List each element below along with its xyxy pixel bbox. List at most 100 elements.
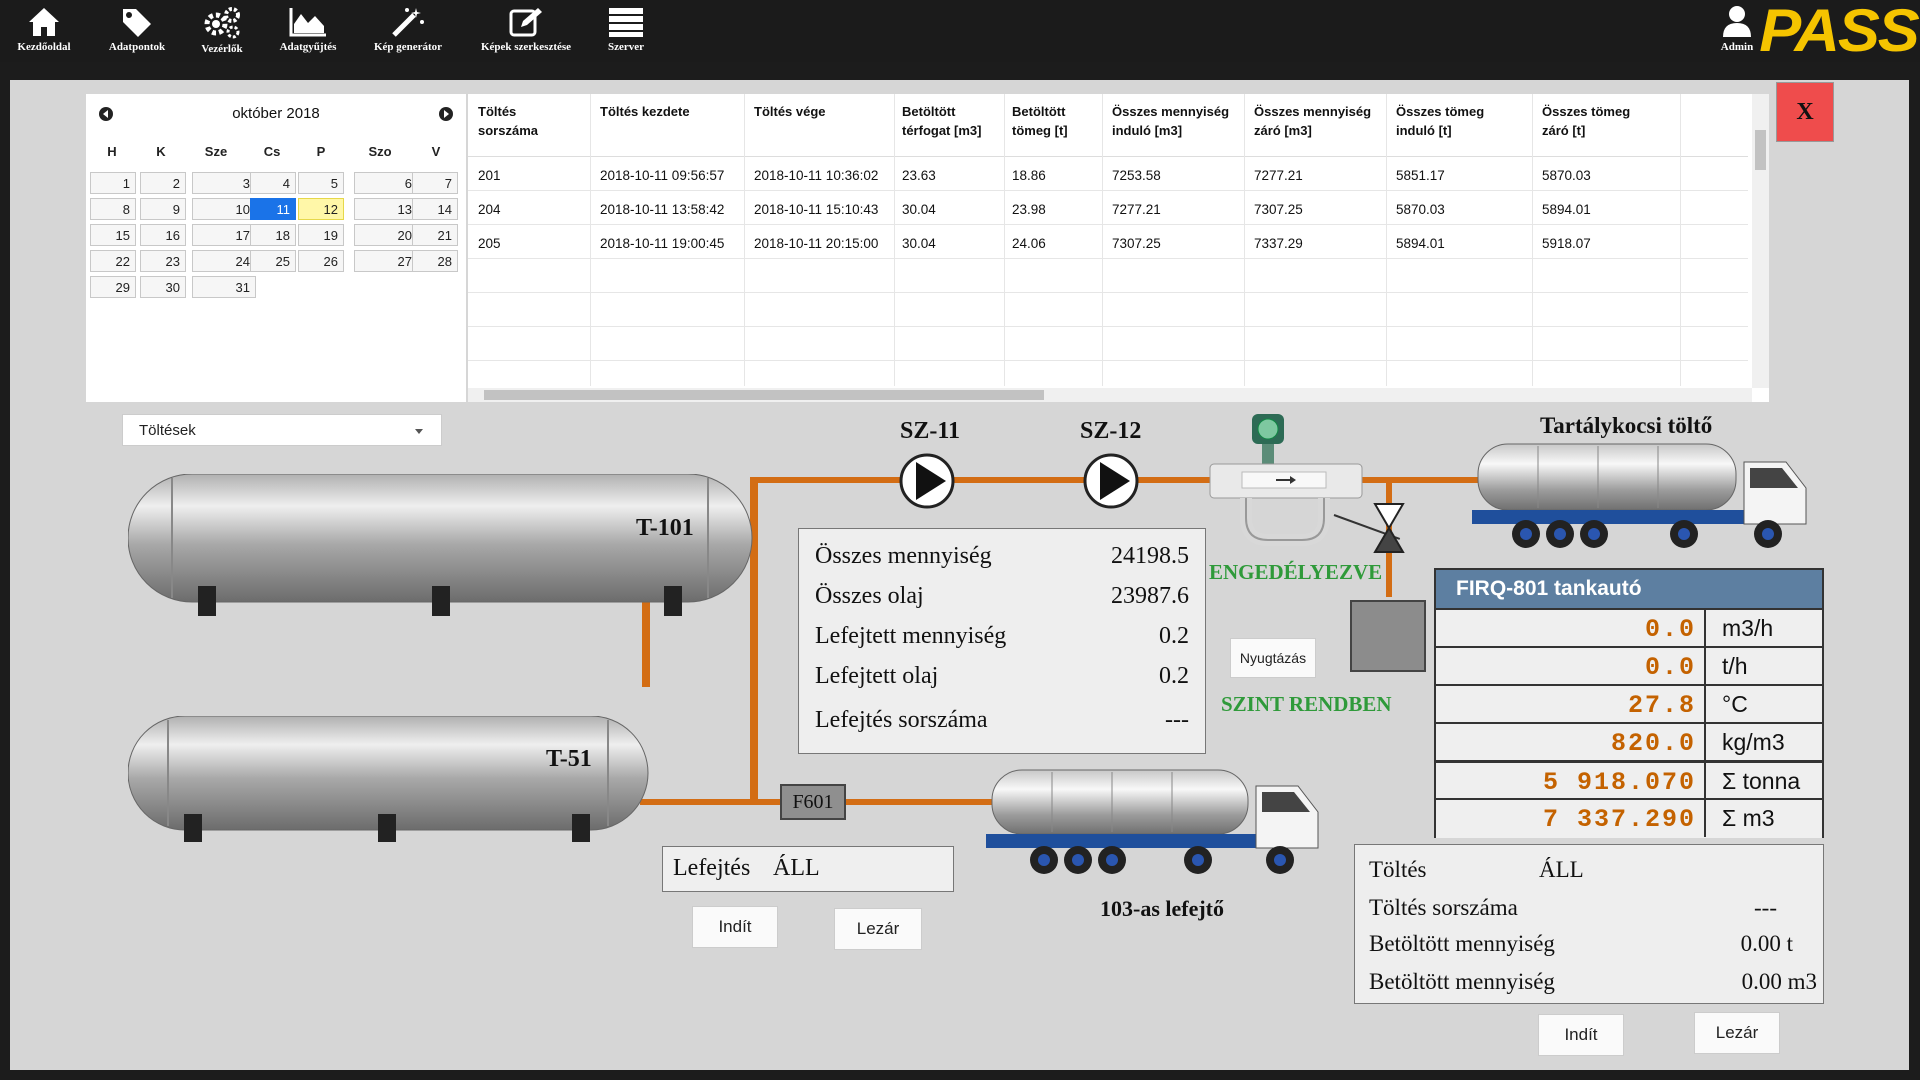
table-cell: 2018-10-11 13:58:42 <box>600 202 725 217</box>
calendar-day[interactable]: 28 <box>412 250 458 272</box>
close-button[interactable]: X <box>1776 82 1834 142</box>
nav-image-generator[interactable]: Kép generátor <box>366 4 450 58</box>
control-valve[interactable] <box>1372 502 1406 554</box>
nav-controllers[interactable]: Vezérlők <box>190 4 254 58</box>
firq-value: 0.0 <box>1436 648 1706 685</box>
calendar-day[interactable]: 24 <box>192 250 256 272</box>
calendar-day[interactable]: 18 <box>250 224 296 246</box>
calendar-day[interactable]: 4 <box>250 172 296 194</box>
calendar-day[interactable]: 1 <box>90 172 136 194</box>
chevron-down-icon <box>415 429 423 434</box>
acknowledge-button[interactable]: Nyugtázás <box>1230 638 1316 678</box>
column-header[interactable]: Töltés vége <box>754 104 826 119</box>
filter-f601[interactable]: F601 <box>780 784 846 820</box>
firq-title: FIRQ-801 tankautó <box>1436 570 1822 608</box>
calendar-day[interactable]: 7 <box>412 172 458 194</box>
summary-label: Összes olaj <box>815 583 924 609</box>
loading-value: 0.00 m3 <box>1741 969 1817 994</box>
vertical-scroll-thumb[interactable] <box>1755 130 1766 170</box>
pump-sz12[interactable] <box>1082 452 1140 510</box>
unloading-lock-button[interactable]: Lezár <box>834 908 922 950</box>
nav-datapoints[interactable]: Adatpontok <box>102 4 172 58</box>
column-header[interactable]: Töltés kezdete <box>600 104 690 119</box>
prev-month-button[interactable] <box>99 107 113 121</box>
loading-lock-button[interactable]: Lezár <box>1694 1012 1780 1054</box>
calendar-day[interactable]: 6 <box>354 172 418 194</box>
calendar-day[interactable]: 14 <box>412 198 458 220</box>
pass-logo: PASS <box>1759 0 1920 64</box>
tanker-truck-loader-icon <box>1472 443 1807 548</box>
user-menu[interactable]: Admin <box>1712 4 1762 53</box>
view-select-dropdown[interactable]: Töltések <box>122 414 442 446</box>
firq-unit: Σ tonna <box>1722 768 1801 794</box>
loading-start-button[interactable]: Indít <box>1538 1014 1624 1056</box>
nav-server[interactable]: Szerver <box>602 4 650 58</box>
calendar-day[interactable]: 23 <box>140 250 186 272</box>
calendar-day[interactable]: 17 <box>192 224 256 246</box>
horizontal-scroll-thumb[interactable] <box>484 390 1044 400</box>
nav-edit-images[interactable]: Képek szerkesztése <box>474 4 578 58</box>
calendar-day[interactable]: 2 <box>140 172 186 194</box>
firq-row: 0.0 m3/h <box>1436 608 1822 647</box>
calendar-day[interactable]: 5 <box>298 172 344 194</box>
level-status: SZINT RENDBEN <box>1221 692 1392 716</box>
column-divider <box>1244 94 1245 386</box>
nav-home[interactable]: Kezdőoldal <box>12 4 76 58</box>
firq-value: 820.0 <box>1436 724 1706 761</box>
calendar-day[interactable]: 11 <box>250 198 296 220</box>
calendar-day[interactable]: 20 <box>354 224 418 246</box>
column-divider <box>1680 94 1681 386</box>
summary-label: Lefejtett mennyiség <box>815 623 1007 649</box>
next-month-button[interactable] <box>439 107 453 121</box>
calendar-day[interactable]: 10 <box>192 198 256 220</box>
unloader-label: 103-as lefejtő <box>1100 896 1225 921</box>
vertical-scrollbar[interactable] <box>1752 94 1769 388</box>
weekday-header: Cs <box>263 144 281 159</box>
area-chart-icon <box>289 8 326 37</box>
calendar-day[interactable]: 8 <box>90 198 136 220</box>
table-cell: 7253.58 <box>1112 168 1161 183</box>
summary-value: 23987.6 <box>1111 583 1189 609</box>
calendar-day[interactable]: 19 <box>298 224 344 246</box>
unloading-start-button[interactable]: Indít <box>692 906 778 948</box>
calendar-day[interactable]: 31 <box>192 276 256 298</box>
calendar-day[interactable]: 9 <box>140 198 186 220</box>
summary-label: Lefejtés sorszáma <box>815 707 988 733</box>
firq-value: 7 337.290 <box>1436 800 1706 837</box>
table-cell: 5851.17 <box>1396 168 1445 183</box>
calendar-day[interactable]: 12 <box>298 198 344 220</box>
table-cell: 5918.07 <box>1542 236 1591 251</box>
table-cell: 18.86 <box>1012 168 1046 183</box>
nav-data-collection[interactable]: Adatgyűjtés <box>274 4 342 58</box>
truck-loader-label: Tartálykocsi töltő <box>1540 413 1713 438</box>
calendar-day[interactable]: 26 <box>298 250 344 272</box>
calendar-day[interactable]: 22 <box>90 250 136 272</box>
calendar-day[interactable]: 27 <box>354 250 418 272</box>
unloading-status-box: Lefejtés ÁLL <box>662 846 954 892</box>
pump-sz11[interactable] <box>898 452 956 510</box>
table-cell: 205 <box>478 236 501 251</box>
calendar-day[interactable]: 29 <box>90 276 136 298</box>
top-navigation-bar: Kezdőoldal Adatpontok Vezérlők Adatgyűjt… <box>0 0 1920 62</box>
home-icon <box>29 8 59 36</box>
calendar-day[interactable]: 3 <box>192 172 256 194</box>
calendar-day[interactable]: 15 <box>90 224 136 246</box>
level-sensor-box <box>1350 600 1426 672</box>
horizontal-scrollbar[interactable] <box>468 388 1752 402</box>
calendar-day[interactable]: 13 <box>354 198 418 220</box>
calendar-day[interactable]: 21 <box>412 224 458 246</box>
calendar-day[interactable]: 30 <box>140 276 186 298</box>
calendar-day[interactable]: 16 <box>140 224 186 246</box>
calendar-day[interactable]: 25 <box>250 250 296 272</box>
column-divider <box>1386 94 1387 386</box>
tanker-truck-unloader-icon <box>986 769 1319 874</box>
tank-t51 <box>128 716 649 842</box>
flow-meter-icon <box>1209 414 1363 546</box>
